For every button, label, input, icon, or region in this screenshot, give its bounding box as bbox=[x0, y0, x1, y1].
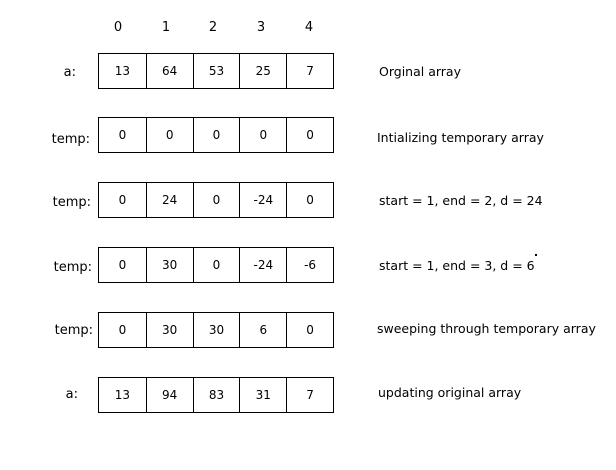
array-cell: 0 bbox=[194, 118, 241, 152]
array-cell: 0 bbox=[99, 183, 147, 217]
index-label: 2 bbox=[208, 20, 218, 35]
array-cell: 53 bbox=[194, 54, 241, 88]
array-row: 13 94 83 31 7 bbox=[98, 377, 334, 413]
array-cell: 24 bbox=[147, 183, 194, 217]
array-cell: 0 bbox=[287, 313, 334, 347]
array-cell: 0 bbox=[287, 118, 334, 152]
array-cell: 0 bbox=[99, 313, 147, 347]
array-cell: 30 bbox=[194, 313, 241, 347]
array-cell: 0 bbox=[287, 183, 334, 217]
array-cell: 30 bbox=[147, 313, 194, 347]
index-label: 1 bbox=[161, 20, 171, 35]
array-cell: 0 bbox=[194, 248, 241, 282]
row-label: a: bbox=[65, 387, 78, 402]
array-row: 0 0 0 0 0 bbox=[98, 117, 334, 153]
array-cell: 25 bbox=[240, 54, 288, 88]
array-row: 0 30 30 6 0 bbox=[98, 312, 334, 348]
row-label: temp: bbox=[53, 260, 92, 275]
row-description: Intializing temporary array bbox=[377, 130, 544, 145]
row-label: temp: bbox=[52, 195, 91, 210]
array-cell: 83 bbox=[194, 378, 241, 412]
array-cell: 13 bbox=[99, 378, 147, 412]
row-label: temp: bbox=[54, 323, 93, 338]
row-label: temp: bbox=[51, 132, 90, 147]
index-label: 4 bbox=[304, 20, 314, 35]
array-row: 13 64 53 25 7 bbox=[98, 53, 334, 89]
array-cell: 30 bbox=[147, 248, 194, 282]
row-description: start = 1, end = 2, d = 24 bbox=[379, 193, 543, 208]
stray-dot bbox=[535, 254, 537, 256]
index-label: 3 bbox=[256, 20, 266, 35]
array-cell: 0 bbox=[147, 118, 194, 152]
array-cell: -6 bbox=[287, 248, 334, 282]
array-cell: 0 bbox=[194, 183, 241, 217]
row-description: start = 1, end = 3, d = 6 bbox=[379, 258, 535, 273]
array-cell: 0 bbox=[99, 248, 147, 282]
array-cell: 0 bbox=[99, 118, 147, 152]
array-cell: 64 bbox=[147, 54, 194, 88]
array-cell: 31 bbox=[240, 378, 288, 412]
array-cell: 7 bbox=[287, 54, 334, 88]
array-cell: -24 bbox=[240, 183, 288, 217]
row-label: a: bbox=[63, 65, 76, 80]
array-cell: -24 bbox=[240, 248, 288, 282]
array-cell: 0 bbox=[240, 118, 288, 152]
array-cell: 94 bbox=[147, 378, 194, 412]
array-row: 0 30 0 -24 -6 bbox=[98, 247, 334, 283]
array-cell: 13 bbox=[99, 54, 147, 88]
array-cell: 6 bbox=[240, 313, 288, 347]
row-description: sweeping through temporary array bbox=[377, 321, 596, 336]
row-description: updating original array bbox=[378, 385, 522, 400]
array-cell: 7 bbox=[287, 378, 334, 412]
array-row: 0 24 0 -24 0 bbox=[98, 182, 334, 218]
row-description: Orginal array bbox=[379, 64, 461, 79]
index-label: 0 bbox=[113, 20, 123, 35]
